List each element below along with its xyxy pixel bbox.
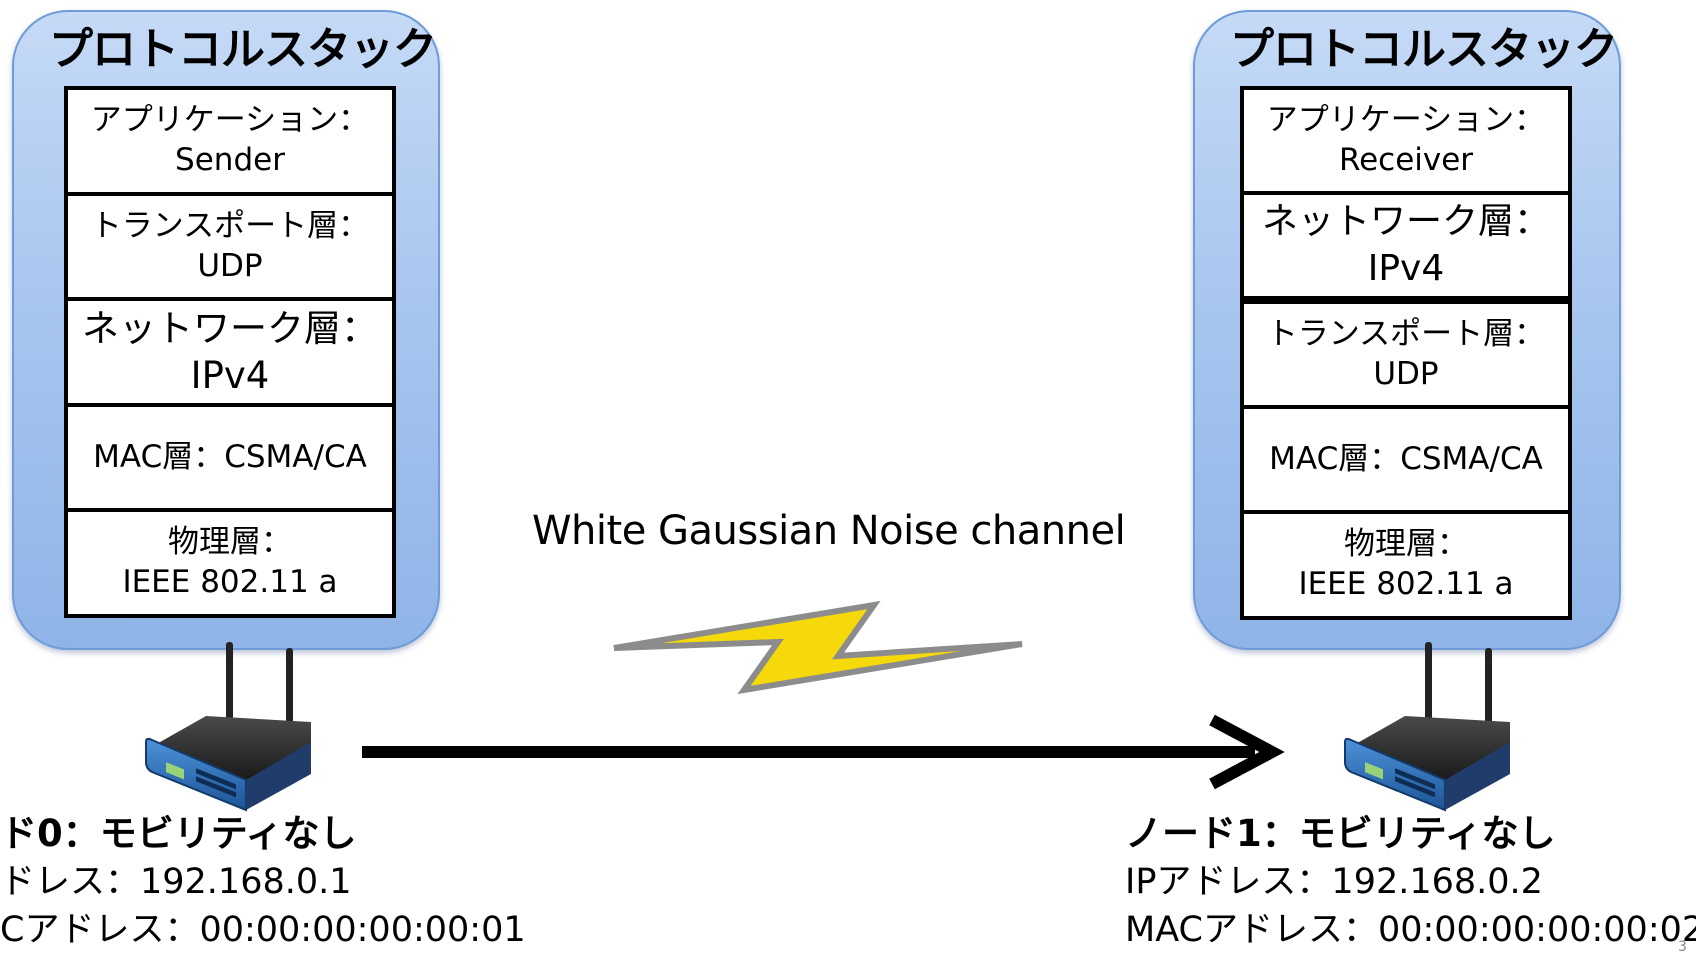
wireless-router-icon-node0 xyxy=(145,641,312,811)
right-layer-physical-name: 物理層： xyxy=(1344,526,1468,563)
left-layer-mac: MAC層：CSMA/CA xyxy=(64,403,396,512)
node1-info: ノード1：モビリティなし IPアドレス：192.168.0.2 MACアドレス：… xyxy=(1125,810,1696,954)
right-layer-physical: 物理層： IEEE 802.11 a xyxy=(1240,510,1572,620)
right-stack-title: プロトコルスタック xyxy=(1230,24,1618,75)
left-stack-title: プロトコルスタック xyxy=(49,24,437,75)
right-layer-physical-value: IEEE 802.11 a xyxy=(1298,566,1514,602)
left-layer-transport-value: UDP xyxy=(197,247,263,284)
left-layer-network-name: ネットワーク層： xyxy=(82,306,378,350)
right-layer-network-value: IPv4 xyxy=(1367,247,1445,289)
left-layer-physical-name: 物理層： xyxy=(168,524,292,561)
lightning-bolt-icon xyxy=(613,600,1023,695)
node0-info: ド0：モビリティなし ドレス：192.168.0.1 Cアドレス：00:00:0… xyxy=(0,810,526,954)
channel-label: White Gaussian Noise channel xyxy=(532,508,1126,554)
right-layer-application-name: アプリケーション： xyxy=(1266,101,1546,138)
node0-mac: Cアドレス：00:00:00:00:00:01 xyxy=(0,910,526,950)
right-layer-transport-name: トランスポート層： xyxy=(1266,315,1546,352)
right-layer-transport: トランスポート層： UDP xyxy=(1240,300,1572,409)
page-number: 3 xyxy=(1678,939,1687,955)
left-layer-mac-name: MAC層：CSMA/CA xyxy=(93,438,367,475)
left-layer-network: ネットワーク層： IPv4 xyxy=(64,297,396,407)
right-layer-application: アプリケーション： Receiver xyxy=(1240,86,1572,195)
left-layer-physical-value: IEEE 802.11 a xyxy=(122,564,338,600)
node0-name: ド0：モビリティなし xyxy=(0,812,357,855)
right-layer-transport-value: UDP xyxy=(1373,355,1439,392)
right-layer-network: ネットワーク層： IPv4 xyxy=(1240,191,1572,300)
node1-ip: IPアドレス：192.168.0.2 xyxy=(1125,862,1543,902)
node1-name: ノード1：モビリティなし xyxy=(1125,812,1556,855)
left-layer-network-value: IPv4 xyxy=(190,354,270,397)
left-layer-physical: 物理層： IEEE 802.11 a xyxy=(64,508,396,618)
node0-ip: ドレス：192.168.0.1 xyxy=(0,862,352,902)
left-layer-transport-name: トランスポート層： xyxy=(90,207,370,244)
right-layer-application-value: Receiver xyxy=(1338,141,1474,178)
wireless-router-icon-node1 xyxy=(1344,641,1511,811)
right-layer-mac-name: MAC層：CSMA/CA xyxy=(1269,440,1543,477)
node1-mac: MACアドレス：00:00:00:00:00:02 xyxy=(1125,910,1696,950)
left-layer-application-name: アプリケーション： xyxy=(90,102,370,139)
right-layer-network-name: ネットワーク層： xyxy=(1261,201,1550,243)
arrow-right-icon xyxy=(362,714,1285,790)
left-layer-application-value: Sender xyxy=(175,142,285,178)
